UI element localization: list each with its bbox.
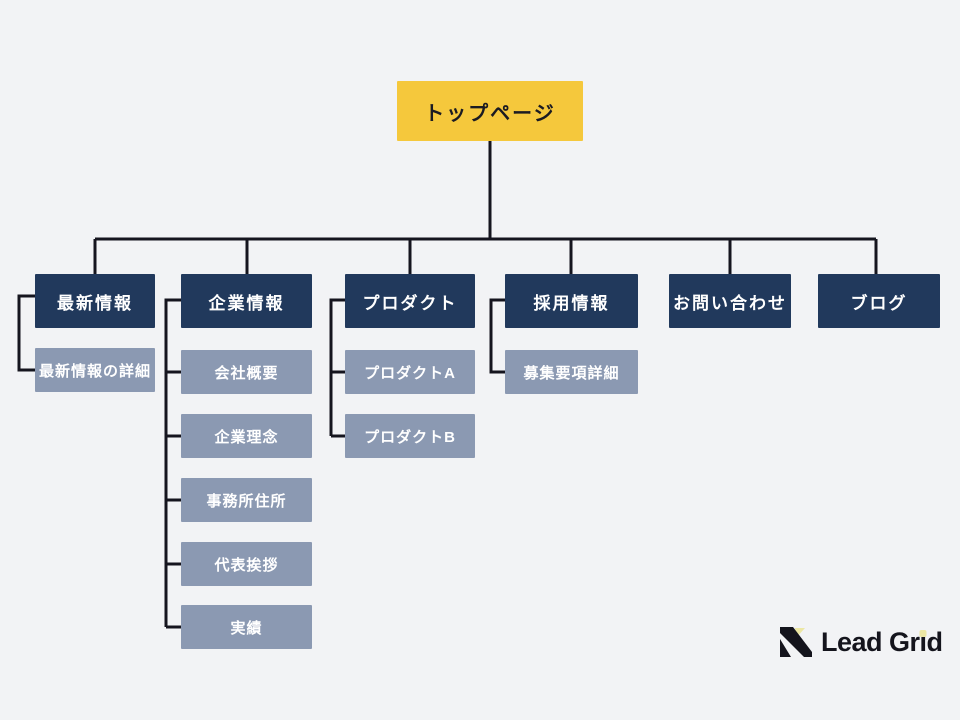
- node-recruit-detail-label: 募集要項詳細: [523, 364, 620, 382]
- node-recruit: 採用情報: [505, 274, 638, 328]
- node-ceo-greeting-label: 代表挨拶: [214, 556, 279, 574]
- node-contact-label: お問い合わせ: [673, 293, 787, 313]
- node-news-label: 最新情報: [57, 293, 133, 313]
- node-news-detail: 最新情報の詳細: [35, 348, 155, 392]
- node-contact: お問い合わせ: [669, 274, 791, 328]
- node-product-a-label: プロダクトA: [364, 364, 456, 382]
- node-ceo-greeting: 代表挨拶: [181, 542, 312, 586]
- node-top-page: トップページ: [397, 81, 583, 141]
- node-company-philosophy: 企業理念: [181, 414, 312, 458]
- node-company-philosophy-label: 企業理念: [214, 428, 279, 446]
- node-recruit-detail: 募集要項詳細: [505, 350, 638, 394]
- logo-text-part1: Lead Gr: [821, 627, 920, 657]
- node-achievements: 実績: [181, 605, 312, 649]
- node-news-detail-label: 最新情報の詳細: [38, 362, 151, 380]
- lead-grid-logo-icon: [780, 627, 812, 657]
- node-blog: ブログ: [818, 274, 940, 328]
- node-company-label: 企業情報: [208, 293, 285, 313]
- node-company-overview: 会社概要: [181, 350, 312, 394]
- node-product-a: プロダクトA: [345, 350, 475, 394]
- node-blog-label: ブログ: [850, 293, 908, 313]
- node-office-address: 事務所住所: [181, 478, 312, 522]
- node-company: 企業情報: [181, 274, 312, 328]
- node-company-overview-label: 会社概要: [214, 364, 279, 382]
- node-achievements-label: 実績: [230, 619, 263, 637]
- node-news: 最新情報: [35, 274, 155, 328]
- logo-text-part2: d: [926, 627, 944, 657]
- node-product: プロダクト: [345, 274, 475, 328]
- node-product-label: プロダクト: [362, 293, 458, 313]
- logo-letter-i: i: [919, 627, 927, 657]
- node-product-b-label: プロダクトB: [364, 428, 456, 446]
- node-top-page-label: トップページ: [424, 102, 556, 125]
- logo-i-yellow-dot: [919, 630, 927, 637]
- node-recruit-label: 採用情報: [533, 293, 610, 313]
- node-office-address-label: 事務所住所: [206, 492, 287, 510]
- node-product-b: プロダクトB: [345, 414, 475, 458]
